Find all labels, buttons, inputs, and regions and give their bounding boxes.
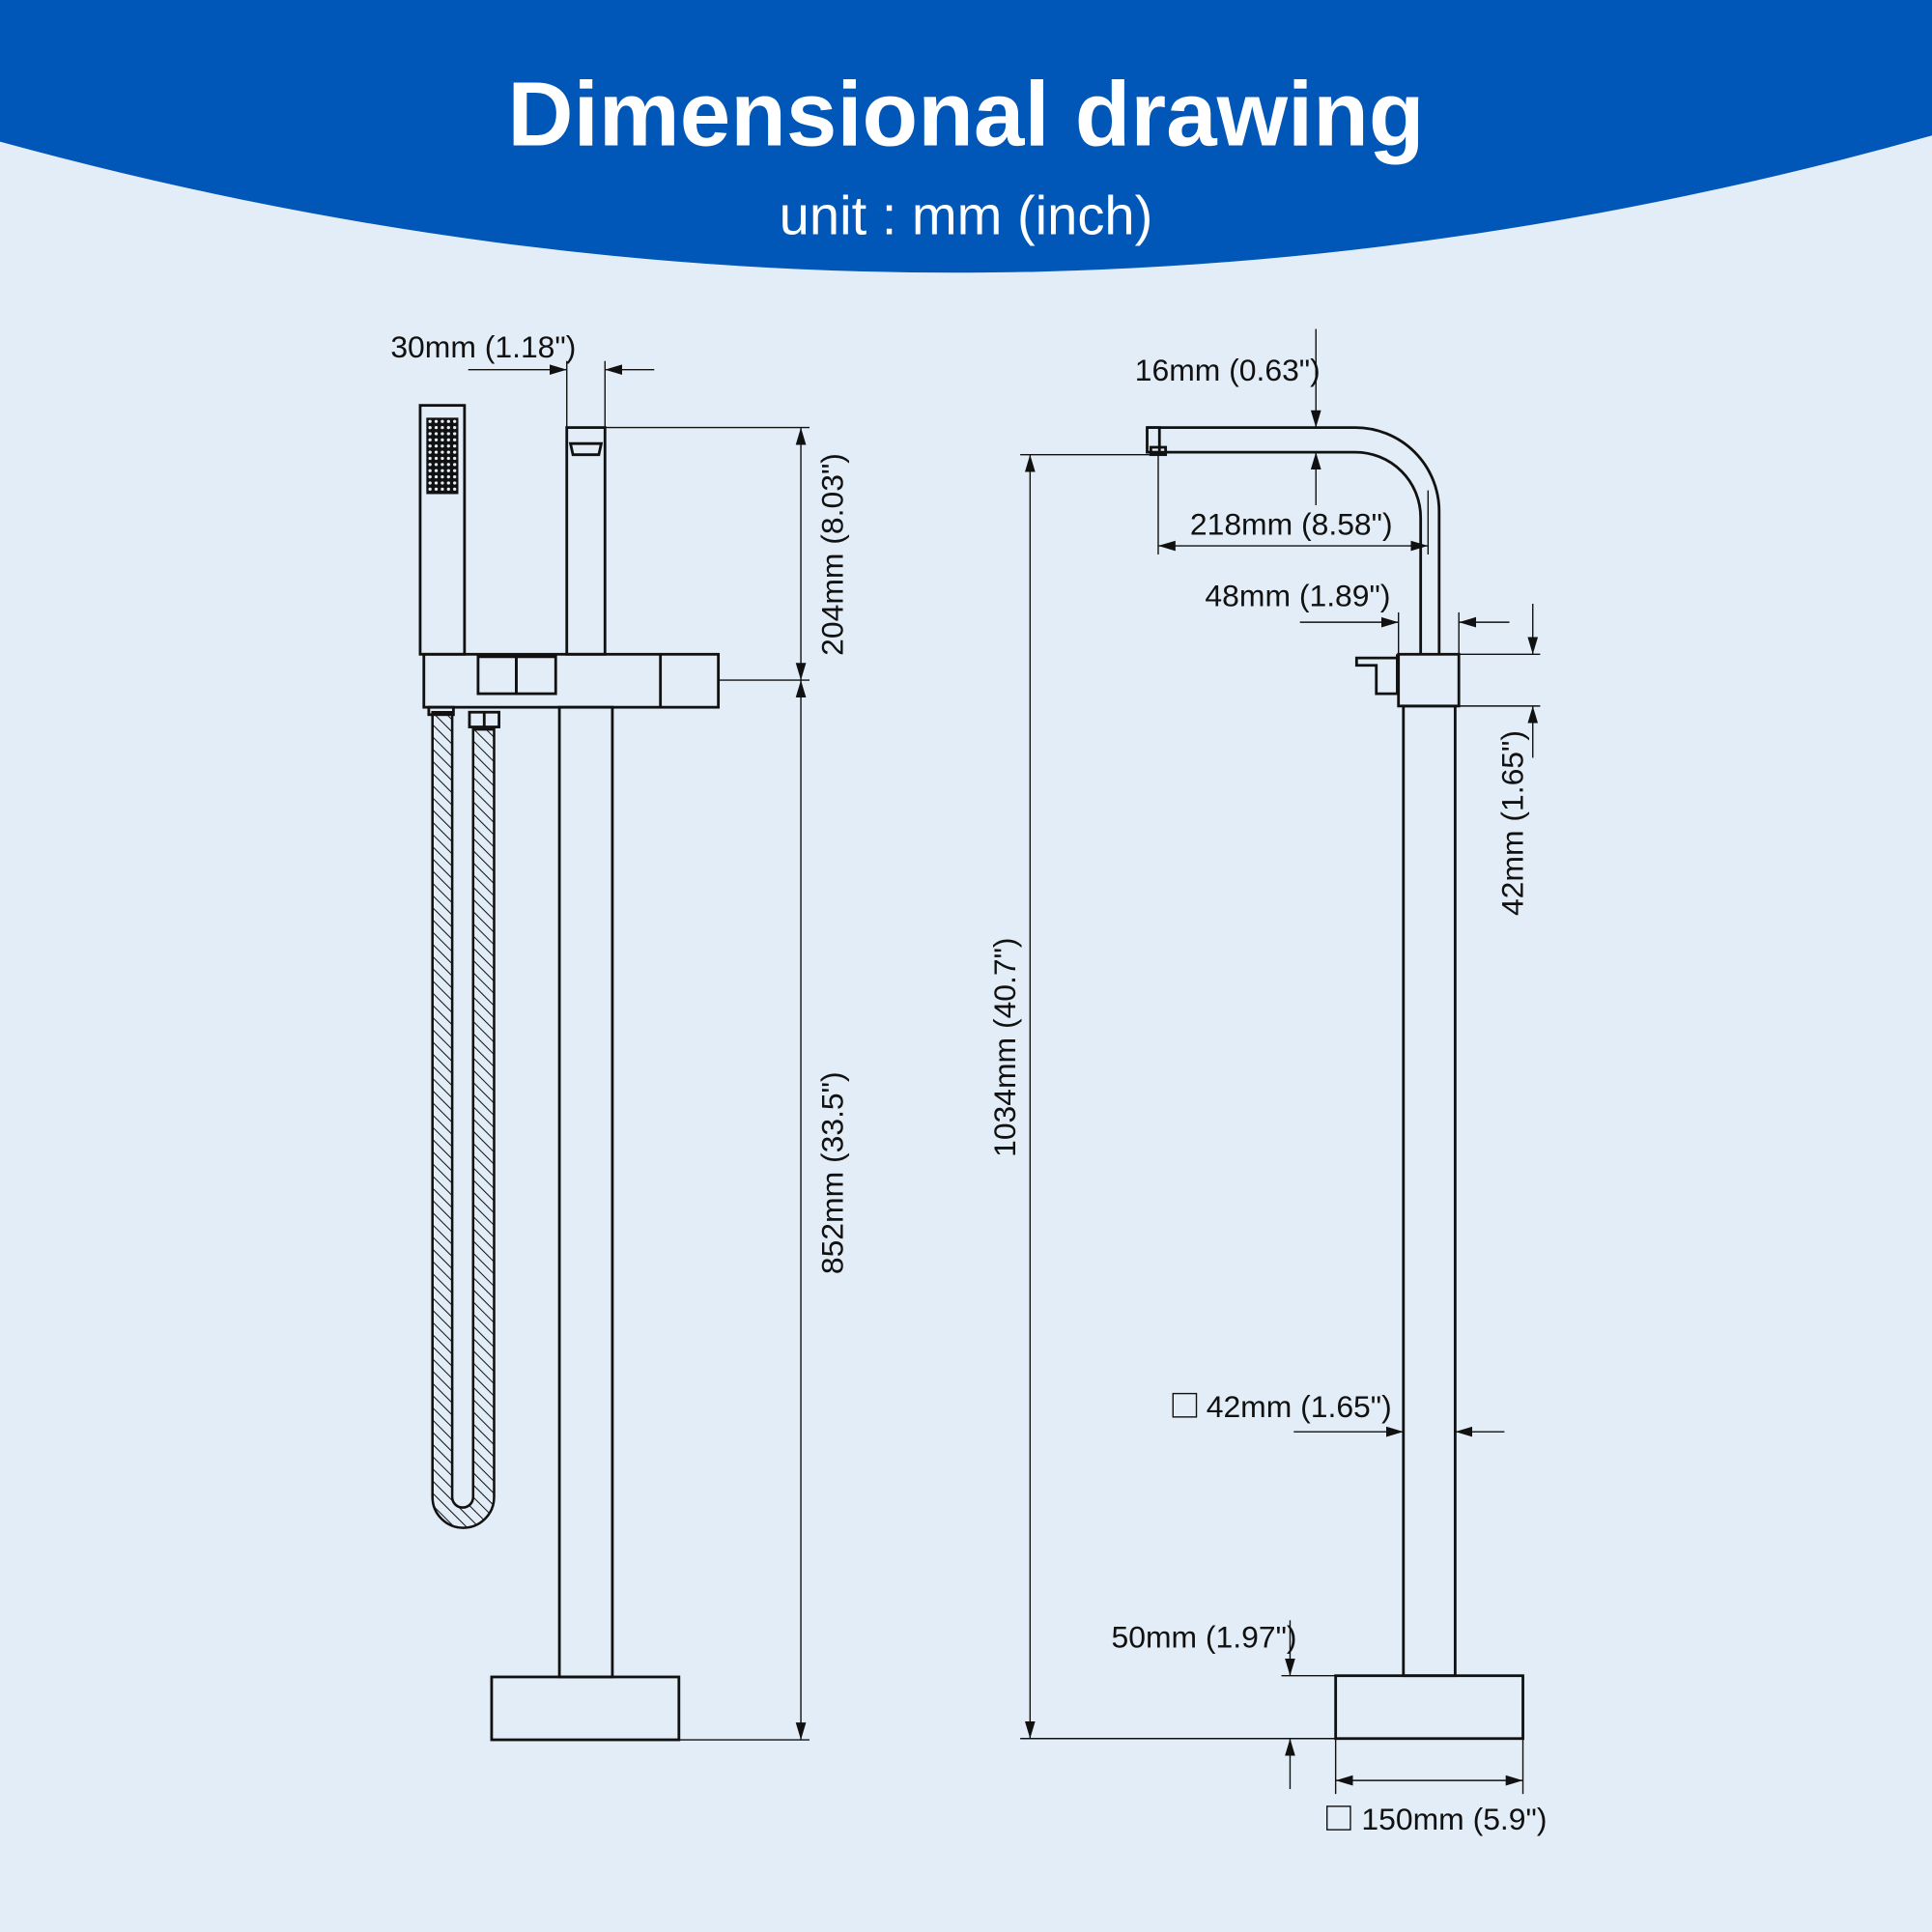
hand-shower — [418, 404, 467, 656]
nozzle-dot — [428, 474, 432, 479]
nozzle-dot — [453, 474, 457, 479]
hose — [427, 705, 500, 1529]
floor-base-side — [1334, 1674, 1524, 1741]
nozzle-dot — [440, 450, 444, 454]
nozzle-dot — [428, 444, 432, 448]
nozzle-dot — [434, 432, 439, 436]
nozzle-dot — [434, 438, 439, 442]
dim-label: 1034mm (40.7") — [987, 937, 1022, 1156]
nozzle-dot — [453, 487, 457, 492]
nozzle-dot — [434, 419, 439, 423]
nozzle-dot — [428, 432, 432, 436]
unit-subtitle: unit : mm (inch) — [780, 185, 1153, 245]
nozzle-dot — [440, 456, 444, 461]
dim-label: 42mm (1.65") — [1495, 730, 1530, 916]
nozzle-dot — [440, 487, 444, 492]
nozzle-dot — [446, 432, 450, 436]
front-view: 30mm (1.18") 204mm (8.03") 852mm (33.5") — [390, 329, 849, 1742]
nozzle-dot — [446, 438, 450, 442]
nozzle-dot — [434, 481, 439, 485]
spout-side — [1146, 426, 1441, 655]
nozzle-dot — [428, 481, 432, 485]
nozzle-dot — [440, 474, 444, 479]
nozzle-dot — [446, 463, 450, 467]
side-view: 16mm (0.63") 218mm (8.58") 48mm (1.89") … — [987, 328, 1547, 1836]
nozzle-dot — [428, 456, 432, 461]
nozzle-dot — [446, 444, 450, 448]
nozzle-dot — [446, 450, 450, 454]
nozzle-dot — [428, 469, 432, 472]
nozzle-dot — [446, 456, 450, 461]
nozzle-dot — [446, 419, 450, 423]
nozzle-dot — [428, 425, 432, 430]
floor-base-front — [490, 1675, 681, 1742]
dim-label: 218mm (8.58") — [1190, 507, 1393, 542]
dim-base-square: 150mm (5.9") — [1326, 1738, 1547, 1836]
nozzle-dot — [440, 469, 444, 472]
dim-base-height: 50mm (1.97") — [1112, 1619, 1336, 1790]
nozzle-dot — [434, 444, 439, 448]
nozzle-dot — [428, 419, 432, 423]
nozzle-dot — [453, 438, 457, 442]
square-symbol-icon — [1172, 1392, 1198, 1418]
nozzle-dot — [434, 469, 439, 472]
nozzle-dot — [434, 425, 439, 430]
nozzle-dot — [446, 425, 450, 430]
nozzle-dot — [453, 425, 457, 430]
dim-spout-thickness: 16mm (0.63") — [1135, 328, 1321, 505]
nozzle-dot — [446, 469, 450, 472]
dim-label: 204mm (8.03") — [814, 453, 849, 656]
nozzle-dot — [440, 425, 444, 430]
dim-label: 42mm (1.65") — [1207, 1389, 1392, 1424]
nozzle-dot — [428, 438, 432, 442]
nozzle-dot — [428, 450, 432, 454]
page-title: Dimensional drawing — [507, 65, 1424, 166]
nozzle-dot — [440, 432, 444, 436]
dim-label: 48mm (1.89") — [1205, 579, 1390, 613]
nozzle-dot — [453, 444, 457, 448]
nozzle-dot — [446, 474, 450, 479]
dim-label: 150mm (5.9") — [1361, 1802, 1547, 1836]
nozzle-dot — [440, 481, 444, 485]
dim-spout-reach: 218mm (8.58") — [1157, 455, 1430, 554]
square-symbol-icon — [1326, 1805, 1351, 1831]
nozzle-dot — [453, 463, 457, 467]
header-banner — [0, 0, 1932, 273]
dim-spout-height: 204mm (8.03") — [605, 426, 849, 681]
nozzle-dot — [434, 474, 439, 479]
nozzle-dot — [434, 463, 439, 467]
nozzle-dot — [446, 487, 450, 492]
dim-pipe-square: 42mm (1.65") — [1172, 1389, 1505, 1437]
dim-body-height-side: 42mm (1.65") — [1459, 604, 1541, 916]
dim-label: 16mm (0.63") — [1135, 353, 1321, 387]
nozzle-dot — [440, 444, 444, 448]
nozzle-dot — [440, 438, 444, 442]
nozzle-dot — [453, 432, 457, 436]
nozzle-dot — [440, 419, 444, 423]
nozzle-dot — [428, 463, 432, 467]
nozzle-dot — [428, 487, 432, 492]
dim-body-width: 48mm (1.89") — [1205, 579, 1510, 655]
nozzle-dot — [440, 463, 444, 467]
dim-body-height: 852mm (33.5") — [678, 680, 849, 1741]
dim-label: 50mm (1.97") — [1112, 1619, 1297, 1654]
nozzle-dot — [453, 469, 457, 472]
nozzle-dot — [434, 487, 439, 492]
dim-spout-width: 30mm (1.18") — [390, 329, 655, 428]
dim-total-height: 1034mm (40.7") — [987, 453, 1336, 1740]
nozzle-dot — [434, 456, 439, 461]
nozzle-dot — [453, 419, 457, 423]
nozzle-dot — [453, 456, 457, 461]
dim-label: 852mm (33.5") — [814, 1071, 849, 1274]
dim-label: 30mm (1.18") — [390, 329, 576, 364]
nozzle-dot — [453, 450, 457, 454]
nozzle-dot — [434, 450, 439, 454]
nozzle-dot — [446, 481, 450, 485]
nozzle-dot — [453, 481, 457, 485]
